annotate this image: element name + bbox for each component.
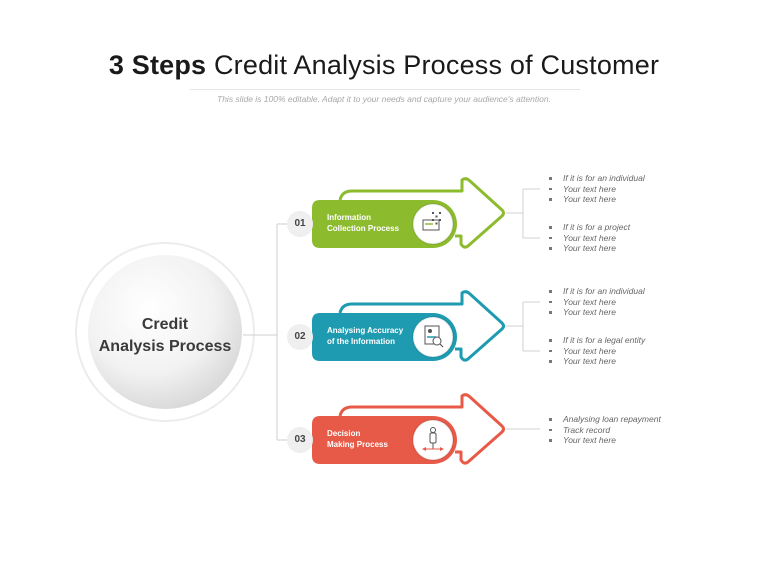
step-label-line1: Information xyxy=(327,213,371,222)
center-line1: Credit xyxy=(141,316,189,333)
bullet-item: Your text here xyxy=(549,184,645,195)
step-1-graphic xyxy=(287,177,540,249)
document-grid-icon xyxy=(422,212,441,231)
bullet-item: If it is for a project xyxy=(549,222,630,233)
title-bold: 3 Steps xyxy=(108,50,207,80)
center-label: Credit Analysis Process xyxy=(89,314,241,358)
center-line2: Analysis Process xyxy=(98,338,232,355)
step-label-line2: Collection Process xyxy=(327,224,400,233)
bullet-item: Your text here xyxy=(549,346,645,357)
subtitle: This slide is 100% editable. Adapt it to… xyxy=(217,94,551,104)
bullet-item: Your text here xyxy=(549,243,630,254)
bullet-item: If it is for an individual xyxy=(549,173,645,184)
number-circle xyxy=(287,211,313,237)
bullet-item: If it is for a legal entity xyxy=(549,335,645,346)
outline-arrow xyxy=(338,290,505,362)
step-label-line1: Decision xyxy=(327,429,361,438)
center-circle xyxy=(88,255,242,409)
right-connector xyxy=(506,188,540,239)
bullet-item: Your text here xyxy=(549,233,630,244)
outline-arrow xyxy=(338,393,505,465)
bullet-item: Your text here xyxy=(549,297,645,308)
step-number: 01 xyxy=(294,218,306,229)
icon-circle xyxy=(412,419,454,461)
bullet-item: Your text here xyxy=(549,194,645,205)
bullet-item: Analysing loan repayment xyxy=(549,414,661,425)
step-2-graphic xyxy=(287,290,540,362)
profile-search-icon xyxy=(424,325,444,348)
bullet-item: Track record xyxy=(549,425,661,436)
step-label: Analysing Accuracy of the Information xyxy=(327,325,403,347)
step-number: 02 xyxy=(294,331,306,342)
step-label-line2: Making Process xyxy=(327,440,388,449)
step-3-graphic xyxy=(287,393,540,465)
bullet-item: Your text here xyxy=(549,356,645,367)
outline-arrow xyxy=(338,177,505,249)
left-connectors xyxy=(243,223,288,441)
step-label-line1: Analysing Accuracy xyxy=(327,326,404,335)
number-circle xyxy=(287,324,313,350)
right-connector xyxy=(506,301,540,352)
bullet-item: If it is for an individual xyxy=(549,286,645,297)
page-title: 3 Steps Credit Analysis Process of Custo… xyxy=(0,50,768,81)
title-rest: Credit Analysis Process of Customer xyxy=(213,50,660,80)
bullet-item: Your text here xyxy=(549,435,661,446)
bullet-item: Your text here xyxy=(549,307,645,318)
person-decision-icon xyxy=(422,427,444,451)
step-number: 03 xyxy=(294,434,306,445)
step-label-line2: of the Information xyxy=(327,337,395,346)
title-divider xyxy=(190,89,580,90)
number-circle xyxy=(287,427,313,453)
